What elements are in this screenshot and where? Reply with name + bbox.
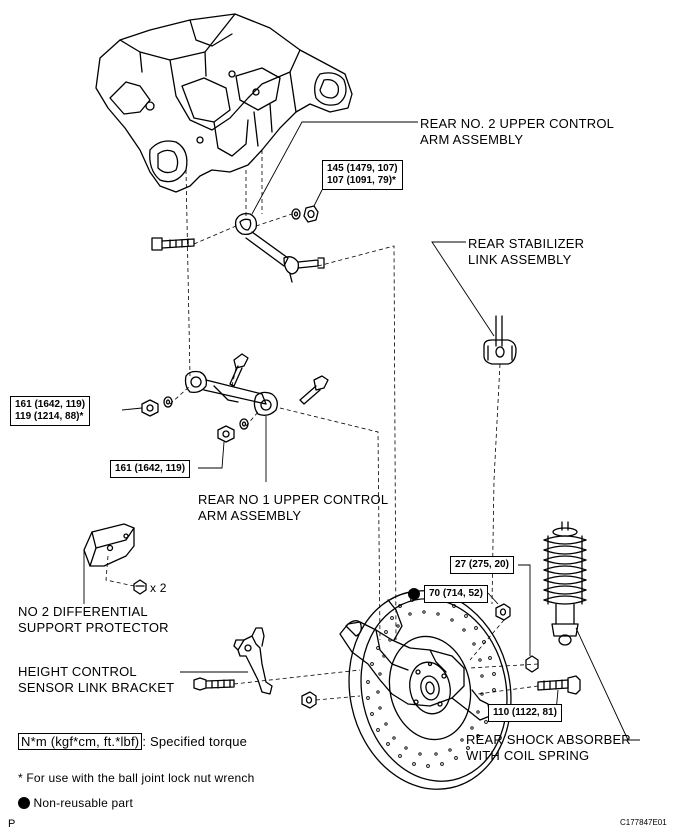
legend-ball-joint-note: * For use with the ball joint lock nut w…	[18, 770, 254, 786]
label-bracket-line2: SENSOR LINK BRACKET	[18, 680, 175, 695]
leader-shock-upper	[518, 564, 531, 656]
stabilizer-link	[483, 315, 517, 365]
legend-torque: N*m (kgf*cm, ft.*lbf): Specified torque	[18, 733, 248, 750]
torque-no2-arm-nut: 145 (1479, 107) 107 (1091, 79)*	[322, 160, 403, 190]
non-reusable-legend-dot-icon	[18, 797, 30, 809]
bracket-bolt	[193, 677, 235, 691]
torque-stabilizer-nut: 70 (714, 52)	[424, 585, 488, 603]
label-diff-line2: SUPPORT PROTECTOR	[18, 620, 169, 635]
label-no2-upper-arm-line2: ARM ASSEMBLY	[420, 132, 524, 147]
legend-ball-joint-text: * For use with the ball joint lock nut w…	[18, 771, 255, 785]
label-no2-upper-arm-line1: REAR NO. 2 UPPER CONTROL	[420, 116, 615, 131]
label-shock-absorber: REAR SHOCK ABSORBER WITH COIL SPRING	[466, 732, 631, 764]
no2-upper-control-arm	[234, 212, 325, 283]
torque-shock-upper: 27 (275, 20)	[450, 556, 514, 574]
shock-lower-bolt	[537, 675, 581, 695]
qty-x2: x 2	[150, 581, 167, 595]
rear-axle-carrier	[339, 599, 491, 721]
align-line-2	[255, 213, 293, 227]
legend-torque-units: N*m (kgf*cm, ft.*lbf)	[18, 733, 143, 750]
no1-arm-nut-washer-left	[141, 396, 173, 417]
leader-no1-torque	[121, 407, 143, 411]
legend-torque-desc: : Specified torque	[142, 734, 248, 749]
leader-no2-torque	[313, 189, 323, 207]
label-stabilizer-line2: LINK ASSEMBLY	[468, 252, 572, 267]
label-stabilizer-line1: REAR STABILIZER	[468, 236, 585, 251]
align-line-3	[185, 169, 191, 377]
figure-id: C177847E01	[620, 818, 667, 827]
no1-arm-nut-washer-lower	[217, 418, 249, 443]
label-differential-protector: NO 2 DIFFERENTIAL SUPPORT PROTECTOR	[18, 604, 169, 636]
label-shock-line1: REAR SHOCK ABSORBER	[466, 732, 631, 747]
torque-no1-line2: 119 (1214, 88)*	[15, 411, 84, 422]
leader-no1-torque-lower	[198, 441, 225, 469]
align-line-1	[193, 225, 237, 245]
align-line-9	[245, 411, 259, 427]
figure-id-text: C177847E01	[620, 818, 667, 827]
align-line-17	[105, 555, 135, 587]
align-line-16	[469, 619, 505, 661]
align-line-14	[469, 663, 539, 669]
label-diff-line1: NO 2 DIFFERENTIAL	[18, 604, 148, 619]
align-line-12	[233, 669, 361, 685]
height-sensor-bracket	[233, 627, 273, 695]
legend-non-reusable-text: Non-reusable part	[33, 796, 133, 810]
label-bracket-line1: HEIGHT CONTROL	[18, 664, 137, 679]
label-stabilizer-link: REAR STABILIZER LINK ASSEMBLY	[468, 236, 584, 268]
align-line-13	[315, 695, 361, 701]
label-no1-upper-arm-line1: REAR NO 1 UPPER CONTROL	[198, 492, 389, 507]
leader-stabilizer-nut	[487, 592, 499, 605]
torque-no1-arm-nut: 161 (1642, 119) 119 (1214, 88)*	[10, 396, 91, 426]
carrier-nut	[301, 691, 317, 709]
leader-shock-absorber	[575, 627, 640, 741]
torque-no1-line1: 161 (1642, 119)	[15, 399, 86, 410]
non-reusable-dot-icon	[408, 588, 420, 600]
no1-arm-bolt-upper	[229, 353, 249, 387]
align-line-10	[279, 407, 381, 641]
protector-bolt-qty: x 2	[150, 580, 167, 596]
torque-shock-lower-bolt: 110 (1122, 81)	[488, 704, 562, 722]
page-mark-text: P	[8, 818, 16, 830]
align-line-6	[317, 245, 397, 641]
leader-no2-arm	[251, 121, 418, 215]
torque-no1-arm-nut-lower: 161 (1642, 119)	[110, 460, 191, 478]
brake-disc	[348, 590, 512, 790]
protector-bolt	[133, 579, 147, 595]
differential-support-protector	[83, 523, 135, 567]
label-height-sensor-bracket: HEIGHT CONTROL SENSOR LINK BRACKET	[18, 664, 174, 696]
shock-absorber-coil-spring	[543, 521, 587, 646]
torque-shock-lower-line: 110 (1122, 81)	[493, 707, 557, 718]
legend-non-reusable: Non-reusable part	[18, 795, 133, 811]
no1-upper-control-arm	[184, 370, 278, 416]
disc-drill-holes	[366, 596, 496, 768]
no2-arm-washer-nut	[291, 205, 319, 223]
no2-arm-bolt	[151, 237, 195, 251]
align-line-8	[169, 385, 191, 405]
page-mark: P	[8, 816, 16, 832]
torque-no2-line1: 145 (1479, 107)	[327, 163, 398, 174]
no1-arm-bolt-right	[299, 375, 329, 405]
label-no2-upper-arm: REAR NO. 2 UPPER CONTROL ARM ASSEMBLY	[420, 116, 614, 148]
stabilizer-lower-nut	[495, 603, 511, 621]
torque-no2-line2: 107 (1091, 79)*	[327, 175, 396, 186]
suspension-member	[95, 13, 353, 193]
align-line-15	[477, 685, 539, 695]
label-no1-upper-arm-line2: ARM ASSEMBLY	[198, 508, 302, 523]
label-shock-line2: WITH COIL SPRING	[466, 748, 590, 763]
torque-no1-lower-line: 161 (1642, 119)	[115, 463, 186, 474]
label-no1-upper-arm: REAR NO 1 UPPER CONTROL ARM ASSEMBLY	[198, 492, 388, 524]
torque-shock-upper-line: 27 (275, 20)	[455, 559, 509, 570]
align-line-7	[231, 367, 237, 387]
leader-stabilizer	[431, 241, 495, 337]
shock-upper-nut	[525, 655, 539, 673]
torque-stabilizer-line: 70 (714, 52)	[429, 588, 483, 599]
